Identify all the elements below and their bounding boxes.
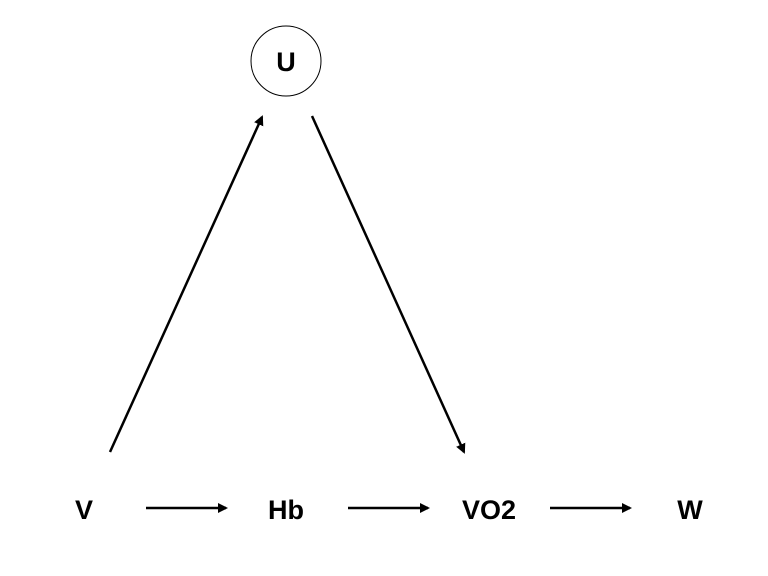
node-u-label: U	[276, 47, 296, 77]
node-v-label: V	[75, 495, 93, 525]
edge-v-to-u	[108, 115, 264, 453]
node-w-label: W	[677, 495, 703, 525]
edge-u-to-vo2	[310, 115, 466, 454]
node-u: U	[250, 25, 322, 97]
node-vo2-label: VO2	[462, 495, 516, 525]
node-u-circle	[250, 25, 322, 97]
node-hb-label: Hb	[268, 495, 304, 525]
